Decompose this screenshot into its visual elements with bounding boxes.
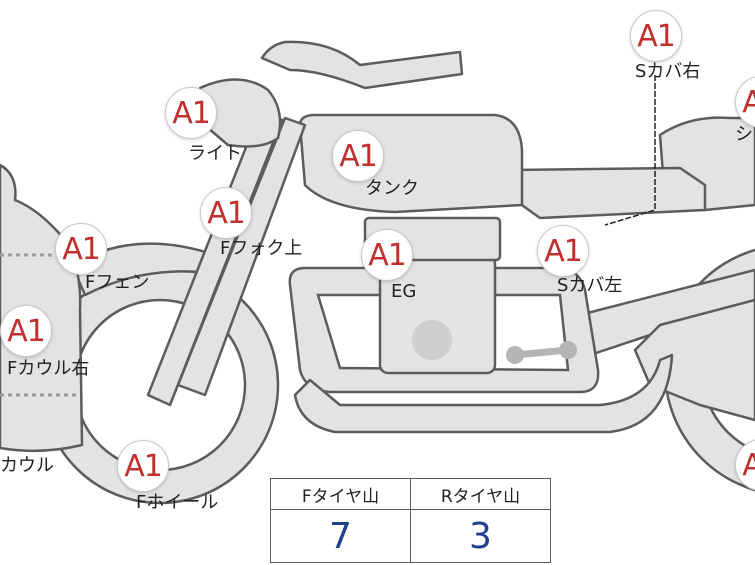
rear-tire-value[interactable]: 3 (410, 509, 551, 563)
tire-table-value-row: 7 3 (270, 509, 551, 563)
label-seat: シ (735, 124, 753, 145)
label-cowl: カウル (0, 455, 54, 476)
label-tank: タンク (365, 178, 419, 199)
badge-rear-lower[interactable]: A1 (735, 439, 755, 491)
label-fwheel: Fホイール (136, 492, 219, 513)
headlight (198, 78, 282, 148)
tire-table-header-row: Fタイヤ山 Rタイヤ山 (270, 478, 551, 510)
label-fcowl-right: Fカウル右 (7, 358, 90, 379)
badge-rear-lower-text: A1 (742, 447, 755, 483)
front-tire-header: Fタイヤ山 (270, 478, 411, 510)
badge-seat[interactable]: A1 (735, 76, 755, 128)
leader-line (604, 75, 656, 226)
handlebar (260, 40, 464, 90)
badge-scover-right-text: A1 (637, 18, 676, 54)
label-engine: EG (391, 281, 417, 302)
badge-engine-text: A1 (368, 237, 407, 273)
badge-fwheel[interactable]: A1 (117, 440, 169, 492)
badge-fwheel-text: A1 (124, 448, 163, 484)
badge-scover-left-text: A1 (544, 233, 583, 269)
badge-engine[interactable]: A1 (361, 229, 413, 281)
front-tire-value[interactable]: 7 (270, 509, 411, 563)
badge-ffork-upper[interactable]: A1 (200, 187, 252, 239)
badge-ffender-text: A1 (62, 231, 101, 267)
badge-tank[interactable]: A1 (332, 130, 384, 182)
rear-tire-header: Rタイヤ山 (410, 478, 551, 510)
badge-fcowl-right[interactable]: A1 (0, 305, 52, 357)
label-light: ライト (188, 143, 242, 164)
badge-light[interactable]: A1 (165, 87, 217, 139)
exhaust-pipe (293, 353, 674, 434)
badge-scover-right[interactable]: A1 (630, 10, 682, 62)
badge-scover-left[interactable]: A1 (537, 225, 589, 277)
label-ffork-upper: Fフォク上 (220, 238, 303, 259)
badge-ffork-upper-text: A1 (207, 195, 246, 231)
label-ffender: Fフェン (85, 272, 150, 293)
badge-light-text: A1 (172, 95, 211, 131)
label-scover-right: Sカバ右 (635, 61, 701, 82)
label-scover-left: Sカバ左 (557, 275, 623, 296)
badge-tank-text: A1 (339, 138, 378, 174)
footpeg-end-a (506, 346, 524, 364)
side-cover-shape (508, 166, 707, 220)
badge-fcowl-right-text: A1 (7, 313, 46, 349)
badge-ffender[interactable]: A1 (55, 223, 107, 275)
footpeg-end-b (559, 341, 577, 359)
badge-seat-text: A1 (742, 84, 755, 120)
tire-tread-table: Fタイヤ山 Rタイヤ山 7 3 (270, 478, 551, 563)
engine-cover (412, 320, 452, 360)
